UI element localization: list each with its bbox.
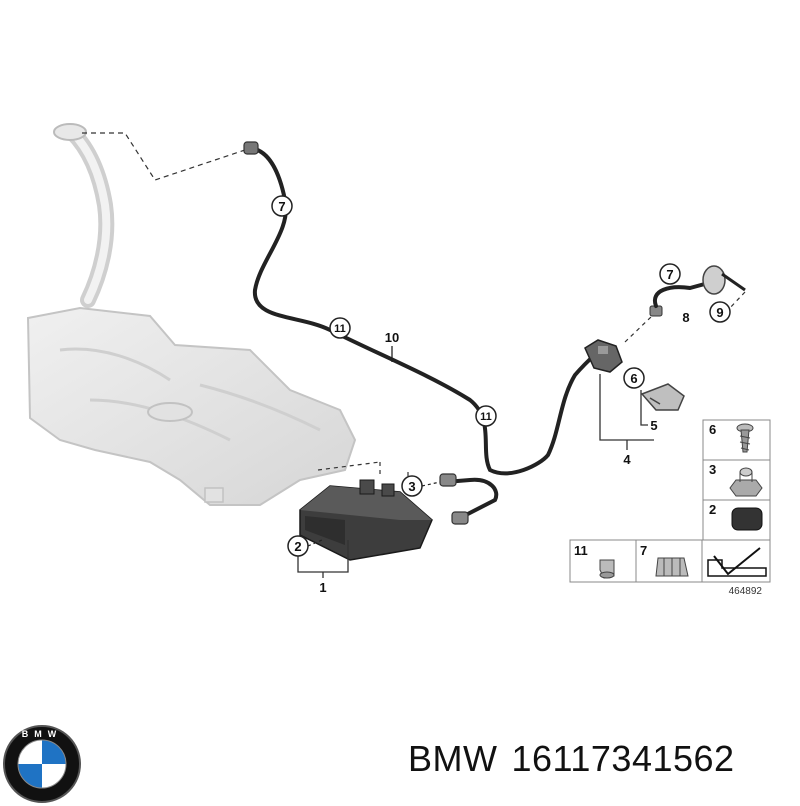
legend-cell-7-label: 7	[640, 543, 647, 558]
callout-11a-label: 11	[334, 323, 346, 335]
callout-9-label: 9	[716, 305, 723, 320]
brand-name: BMW	[408, 738, 498, 779]
legend-cell-2-label: 2	[709, 502, 716, 517]
legend-cell-3: 3	[702, 459, 771, 501]
callout-10-label: 10	[385, 330, 399, 345]
callout-9: 9	[709, 301, 731, 323]
callout-3: 3	[401, 475, 423, 497]
legend-cell-11-label: 11	[574, 543, 588, 558]
callout-11b: 11	[475, 405, 497, 427]
part-6-clip	[640, 383, 685, 411]
legend-cell-arrow	[701, 539, 771, 583]
bracket-lines	[297, 374, 654, 578]
callout-4-label: 4	[623, 452, 631, 467]
callout-7b: 7	[659, 263, 681, 285]
clip-icon-7	[655, 557, 689, 577]
callout-3-leader	[421, 481, 441, 487]
part-label: BMW 16117341562	[408, 738, 735, 780]
leader-valve	[624, 315, 653, 343]
legend-cell-3-label: 3	[709, 462, 716, 477]
leader-filler	[82, 132, 246, 181]
parts-diagram: 7 11 10 11 3 2 1 7 8 9 6 5 4 6	[26, 123, 771, 597]
bmw-logo-letters: BMW	[22, 729, 63, 739]
callout-2: 2	[287, 535, 309, 557]
callout-1-label: 1	[319, 580, 326, 595]
nut-icon	[729, 467, 763, 497]
callouts: 7 11 10 11 3 2 1 7 8 9 6 5 4	[271, 195, 731, 595]
callout-11b-label: 11	[480, 411, 492, 423]
screw-icon	[736, 423, 754, 453]
callout-11a: 11	[329, 317, 351, 339]
callout-8-label: 8	[682, 310, 689, 325]
callout-3-label: 3	[408, 479, 415, 494]
clip-icon-11	[599, 559, 615, 579]
callout-7a-label: 7	[278, 199, 285, 214]
legend-cell-6: 6	[702, 419, 771, 461]
filler-neck	[53, 123, 115, 308]
callout-6: 6	[623, 367, 645, 389]
hose-end-mid	[439, 473, 457, 487]
legend-cell-7: 7	[635, 539, 703, 583]
legend-cell-11: 11	[569, 539, 637, 583]
callout-7b-label: 7	[666, 267, 673, 282]
hose-end-low	[451, 511, 469, 525]
callout-2-label: 2	[294, 539, 301, 554]
callout-5-label: 5	[650, 418, 657, 433]
valve-assembly	[584, 339, 623, 373]
legend-cell-6-label: 6	[709, 422, 716, 437]
part-8-hose	[649, 265, 746, 317]
callout-2-leader	[307, 539, 323, 547]
small-parts-legend: 6 3 2 11	[569, 419, 771, 597]
line-10	[248, 146, 602, 476]
bmw-logo: BMW	[3, 725, 81, 803]
drawing-number: 464892	[729, 586, 763, 597]
callout-7a: 7	[271, 195, 293, 217]
line-10-branch	[443, 477, 499, 520]
part-number: 16117341562	[511, 738, 735, 779]
fuel-tank	[26, 306, 357, 506]
leader-part9	[727, 291, 746, 311]
callout-6-label: 6	[630, 371, 637, 386]
arrow-icon	[707, 547, 767, 577]
hose-end-top	[243, 141, 259, 155]
legend-cell-2: 2	[702, 499, 771, 541]
rubber-pad-icon	[731, 507, 763, 531]
charcoal-canister	[299, 479, 433, 561]
